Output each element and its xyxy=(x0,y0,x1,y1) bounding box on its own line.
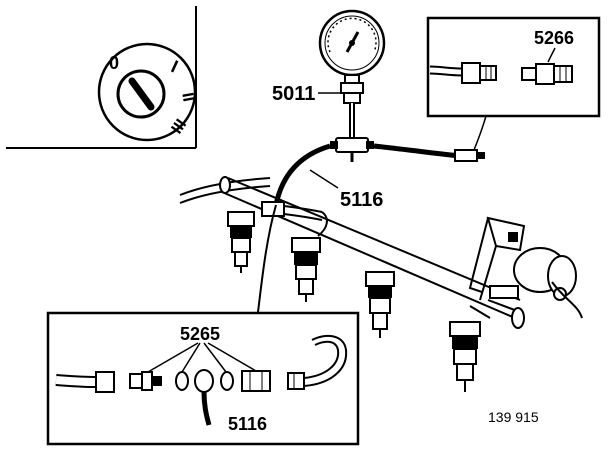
test-hoses xyxy=(273,143,485,206)
ignition-position-II: II xyxy=(178,91,196,103)
label-5116: 5116 xyxy=(340,189,383,211)
label-5265: 5265 xyxy=(180,324,220,344)
tee-fitting xyxy=(335,137,369,153)
label-5266: 5266 xyxy=(534,28,574,48)
label-5116-inset: 5116 xyxy=(228,414,267,434)
injector-3 xyxy=(365,271,395,338)
mounting-bracket xyxy=(486,216,526,252)
pressure-regulator xyxy=(489,247,583,319)
injector-2 xyxy=(291,237,321,302)
pressure-gauge xyxy=(318,9,386,162)
fuel-rail-assembly xyxy=(179,176,583,392)
adapter-5265-inset xyxy=(46,311,360,446)
ignition-switch-inset: 0 I II III xyxy=(6,6,197,149)
ignition-position-0: 0 xyxy=(109,53,119,73)
label-5011: 5011 xyxy=(272,83,315,105)
injector-4 xyxy=(449,321,481,392)
adapter-5266-inset xyxy=(426,16,601,151)
ignition-key-slot xyxy=(128,77,155,111)
figure-reference: 139 915 xyxy=(488,409,539,425)
injector-1 xyxy=(227,211,255,273)
